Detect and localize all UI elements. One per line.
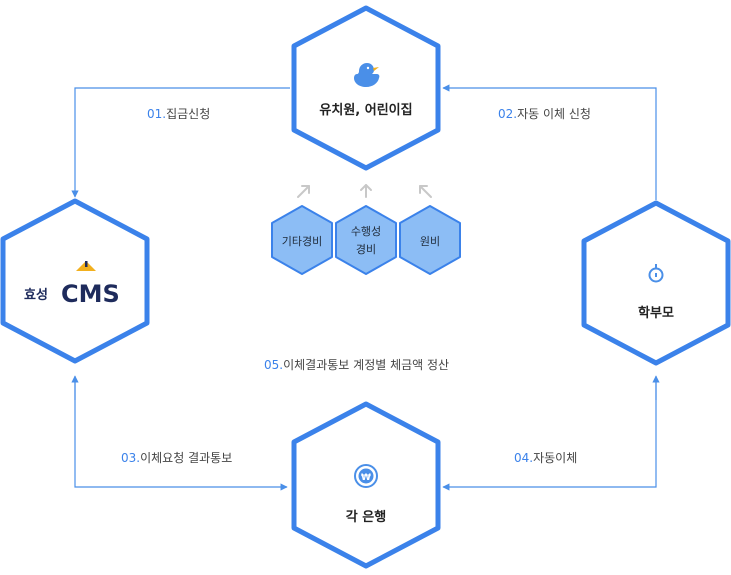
cms-logo-prefix: 효성 [24, 288, 48, 303]
up-left-arrow-icon [419, 185, 432, 198]
step-text: 이체요청 결과통보 [140, 451, 232, 465]
up-arrows [297, 184, 432, 198]
hex-cms: 효성 CMS [0, 198, 150, 364]
step-number: 02. [498, 107, 517, 121]
step-number: 04. [514, 451, 533, 465]
step-label-01: 01.집금신청 [147, 107, 210, 121]
step-label-05: 05.이체결과통보 계정별 체금액 정산 [264, 358, 449, 372]
kindergarten-label: 유치원, 어린이집 [319, 102, 412, 118]
hex-parents: 학부모 [581, 200, 731, 366]
step-text: 이체결과통보 계정별 체금액 정산 [283, 358, 449, 372]
arrow-step-04 [442, 378, 657, 491]
step-label-02: 02.자동 이체 신청 [498, 107, 591, 121]
person-icon [648, 264, 664, 283]
duck-icon [354, 63, 380, 87]
fee-item: 원비 [399, 205, 461, 275]
hex-kindergarten: 유치원, 어린이집 [291, 5, 441, 171]
fee-label: 경비 [356, 243, 376, 256]
fee-label: 기타경비 [282, 235, 322, 248]
cms-logo: 효성 CMS [24, 261, 120, 308]
arrow-step-01 [71, 87, 290, 198]
fee-item: 수행성 경비 [335, 205, 397, 275]
up-arrow-icon [360, 184, 372, 198]
fee-label: 원비 [420, 235, 440, 248]
step-text: 자동이체 [533, 451, 577, 465]
parents-label: 학부모 [638, 305, 674, 321]
won-coin-icon: ₩ [354, 464, 378, 488]
banks-label: 각 은행 [346, 509, 386, 525]
arrow-step-03 [74, 378, 288, 491]
fee-label: 수행성 [351, 225, 381, 238]
arrow-step-02 [442, 84, 657, 200]
step-label-04: 04.자동이체 [514, 451, 577, 465]
step-text: 자동 이체 신청 [517, 107, 591, 121]
fee-item: 기타경비 [271, 205, 333, 275]
step-label-03: 03.이체요청 결과통보 [121, 451, 232, 465]
step-number: 01. [147, 107, 166, 121]
svg-text:₩: ₩ [361, 473, 371, 483]
connector-lines [71, 84, 660, 491]
hex-banks: ₩ 각 은행 [291, 401, 441, 569]
step-number: 03. [121, 451, 140, 465]
cms-logo-main: CMS [61, 280, 120, 308]
up-right-arrow-icon [297, 185, 310, 198]
step-number: 05. [264, 358, 283, 372]
step-text: 집금신청 [166, 107, 210, 121]
